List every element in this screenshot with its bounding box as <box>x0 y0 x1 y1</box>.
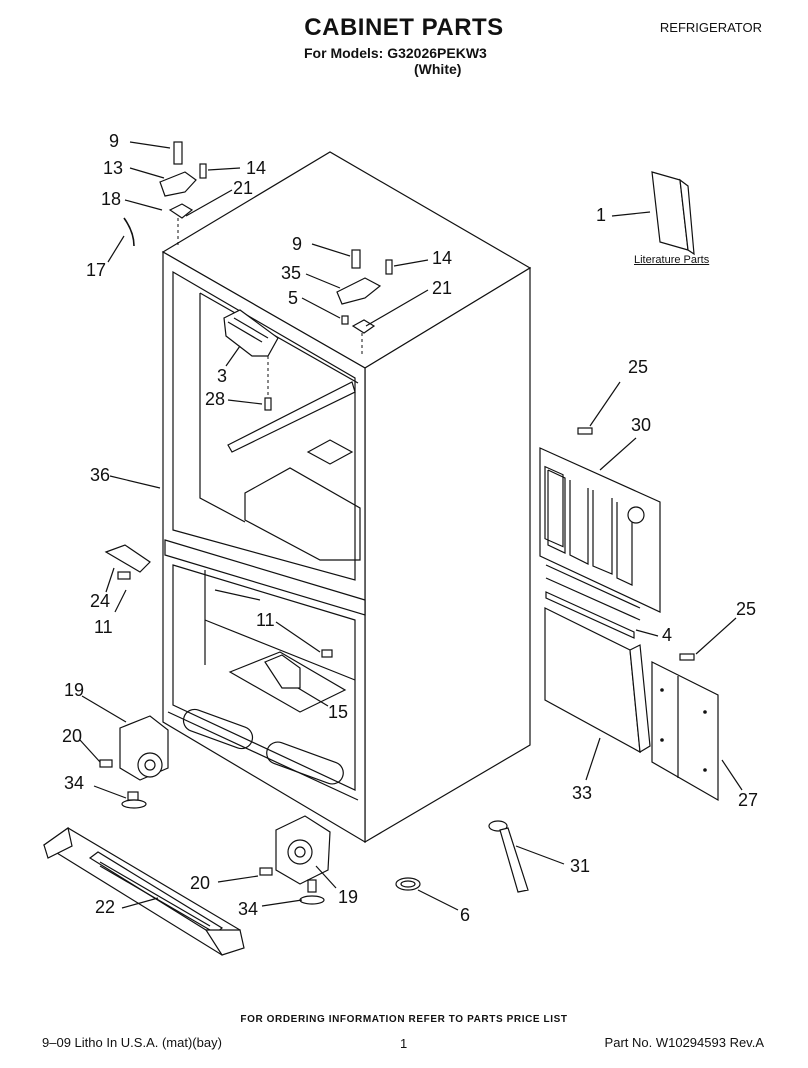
callout-33: 33 <box>572 783 593 803</box>
model-subtitle: For Models: G32026PEKW3 <box>304 45 487 61</box>
callout-27: 27 <box>738 790 759 810</box>
literature-parts-label: Literature Parts <box>634 254 710 266</box>
front-right-roller <box>259 815 331 905</box>
callout-20-right: 20 <box>190 873 211 893</box>
callout-35: 35 <box>281 263 302 283</box>
callout-1: 1 <box>596 205 607 225</box>
callout-36: 36 <box>90 465 111 485</box>
ordering-note: FOR ORDERING INFORMATION REFER TO PARTS … <box>240 1014 568 1025</box>
callout-15: 15 <box>328 702 349 722</box>
callout-9-top-left: 9 <box>109 131 120 151</box>
front-left-roller <box>99 715 169 809</box>
callout-30: 30 <box>631 415 652 435</box>
screw-25-lower <box>679 653 695 661</box>
callout-6: 6 <box>460 905 471 925</box>
page-title: CABINET PARTS <box>304 14 504 41</box>
access-panel <box>544 607 651 754</box>
callout-14-center: 14 <box>432 248 453 268</box>
condenser-cover <box>539 447 661 639</box>
cabinet-plug <box>395 877 421 891</box>
callout-20-left: 20 <box>62 726 83 746</box>
callout-11-center: 11 <box>256 610 275 630</box>
callout-5: 5 <box>288 288 299 308</box>
callout-18: 18 <box>101 189 122 209</box>
callout-34-right: 34 <box>238 899 259 919</box>
top-center-hinge <box>336 249 393 356</box>
appliance-category: REFRIGERATOR <box>659 20 762 35</box>
part-number: Part No. W10294593 Rev.A <box>604 1035 764 1050</box>
callout-28: 28 <box>205 389 226 409</box>
page-number: 1 <box>400 1036 408 1051</box>
callout-14-top-left: 14 <box>246 158 267 178</box>
litho-info: 9–09 Litho In U.S.A. (mat)(bay) <box>42 1035 222 1050</box>
callout-25-upper: 25 <box>628 357 649 377</box>
callout-4: 4 <box>662 625 673 645</box>
callout-22: 22 <box>95 897 116 917</box>
top-left-hinge <box>123 141 207 248</box>
callout-34-left: 34 <box>64 773 85 793</box>
side-panel <box>651 661 719 802</box>
model-variant: (White) <box>414 61 462 77</box>
callout-19-left: 19 <box>64 680 85 700</box>
literature-booklet-icon <box>651 171 695 256</box>
callout-21-center: 21 <box>432 278 453 298</box>
callout-9-center: 9 <box>292 234 303 254</box>
callout-13: 13 <box>103 158 124 178</box>
callout-19-right: 19 <box>338 887 359 907</box>
callout-21-top-left: 21 <box>233 178 254 198</box>
hinge-bracket <box>223 309 279 411</box>
callout-25-lower: 25 <box>736 599 757 619</box>
screw-25-upper <box>577 427 593 435</box>
callout-17: 17 <box>86 260 107 280</box>
leveling-wrench <box>488 820 529 893</box>
leader-lines <box>79 141 743 911</box>
callout-3: 3 <box>217 366 228 386</box>
callout-24: 24 <box>90 591 111 611</box>
toe-grille <box>42 826 245 956</box>
callout-31: 31 <box>570 856 591 876</box>
door-closer-bracket <box>104 544 151 580</box>
lower-center-hinge <box>264 649 333 689</box>
cabinet-body <box>161 151 532 844</box>
callout-11-left: 11 <box>94 617 113 637</box>
